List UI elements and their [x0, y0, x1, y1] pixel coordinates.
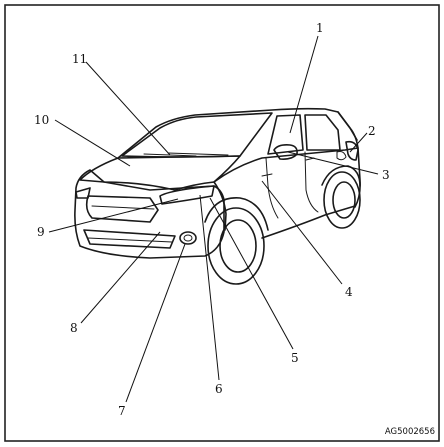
rear-wheel-rim	[332, 181, 356, 219]
callout-7: 7	[118, 404, 126, 418]
front-wheel-arch	[204, 197, 269, 231]
callouts: 1 2 3 4 5 6 7 8 9 10 11	[34, 21, 390, 418]
leader-5	[209, 197, 294, 350]
callout-3: 3	[382, 168, 390, 182]
rear-tire	[323, 171, 361, 229]
side-window-rear	[304, 114, 341, 151]
headlamp-left-side	[75, 187, 91, 199]
front-bumper	[74, 169, 225, 259]
callout-1: 1	[316, 21, 324, 35]
front-fender	[213, 181, 227, 231]
front-grille	[85, 195, 159, 223]
grille-bar	[91, 205, 155, 210]
callout-2: 2	[368, 124, 376, 138]
callout-4: 4	[345, 285, 353, 299]
callout-10: 10	[34, 113, 49, 127]
leader-10	[54, 119, 131, 167]
leader-1	[289, 35, 319, 134]
leader-3	[287, 151, 379, 175]
figure-frame	[4, 4, 440, 442]
front-door-edge	[265, 157, 279, 219]
leader-8	[80, 231, 161, 324]
leader-4	[261, 180, 343, 285]
car-illustration	[74, 107, 361, 285]
side-sill	[261, 205, 356, 239]
door-handle-front	[261, 173, 273, 177]
rear-door-edge	[304, 151, 319, 213]
callout-9: 9	[37, 225, 45, 239]
fog-lamp-inner	[183, 234, 193, 242]
lower-intake	[83, 229, 176, 249]
windshield	[121, 112, 273, 158]
car-roofline	[117, 107, 358, 159]
callout-11: 11	[72, 52, 87, 66]
side-window-front	[267, 114, 304, 155]
callout-5: 5	[291, 351, 299, 365]
rear-wheel-arch	[321, 165, 361, 187]
callout-8: 8	[70, 321, 78, 335]
intake-bar	[87, 237, 173, 243]
rear-combination-lamp	[345, 140, 359, 161]
front-tire	[207, 207, 265, 285]
front-wheel-rim	[219, 219, 257, 273]
beltline	[213, 147, 359, 183]
wiper-blades	[143, 152, 229, 157]
figure-code: AG5002656	[385, 427, 435, 437]
leader-11	[85, 61, 171, 156]
fuel-door	[336, 151, 347, 161]
leader-lines	[48, 35, 379, 403]
leader-6	[199, 194, 220, 381]
leader-7	[125, 243, 186, 403]
callout-6: 6	[215, 382, 223, 396]
leader-2	[349, 132, 368, 153]
side-mirror	[273, 144, 298, 160]
headlamp-right-side	[159, 185, 215, 205]
fog-lamp	[179, 231, 197, 245]
leader-9	[48, 198, 179, 233]
